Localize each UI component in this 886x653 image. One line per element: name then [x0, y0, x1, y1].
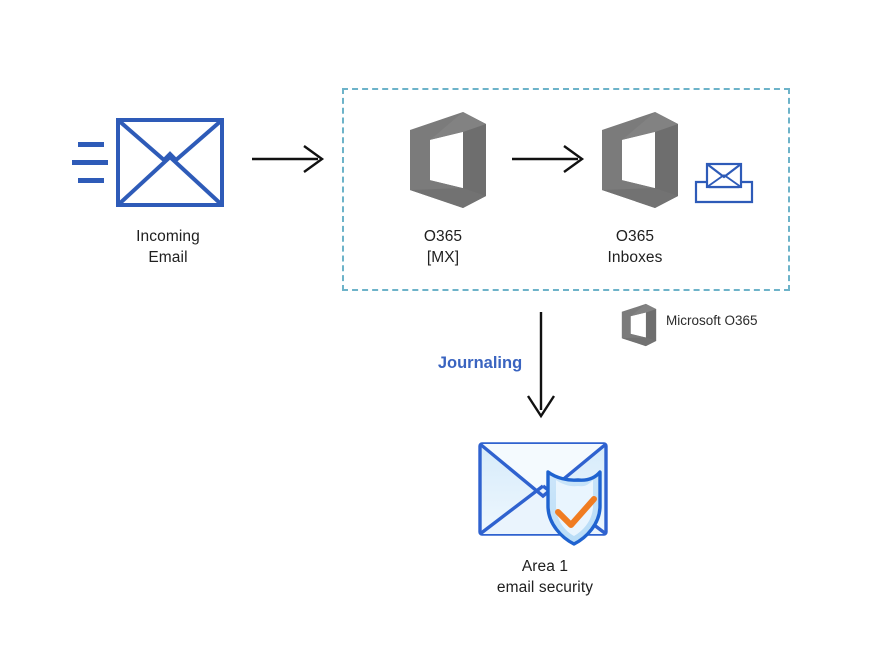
inbox-tray-envelope-icon: [694, 160, 754, 204]
o365-inboxes-label: O365 Inboxes: [607, 228, 663, 266]
arrow-right-icon-mx-to-inboxes: [512, 142, 590, 176]
envelope-shield-check-icon: [466, 430, 632, 548]
arrow-right-icon-incoming-to-mx: [252, 142, 330, 176]
arrow-down-icon-journaling: [524, 312, 558, 422]
journaling-edge-label: Journaling: [437, 354, 523, 372]
area1-email-security-label: Area 1 email security: [496, 558, 594, 596]
o365-mx-label: O365 [MX]: [423, 228, 463, 266]
o365-zone-boundary: [342, 88, 790, 291]
incoming-email-label: Incoming Email: [136, 228, 200, 266]
legend-label-microsoft-o365: Microsoft O365: [666, 313, 758, 328]
envelope-with-speed-lines-icon: [72, 116, 232, 212]
office-365-icon-mx: [406, 110, 490, 210]
office-365-icon-inboxes: [598, 110, 682, 210]
office-365-icon-legend: [620, 303, 658, 347]
